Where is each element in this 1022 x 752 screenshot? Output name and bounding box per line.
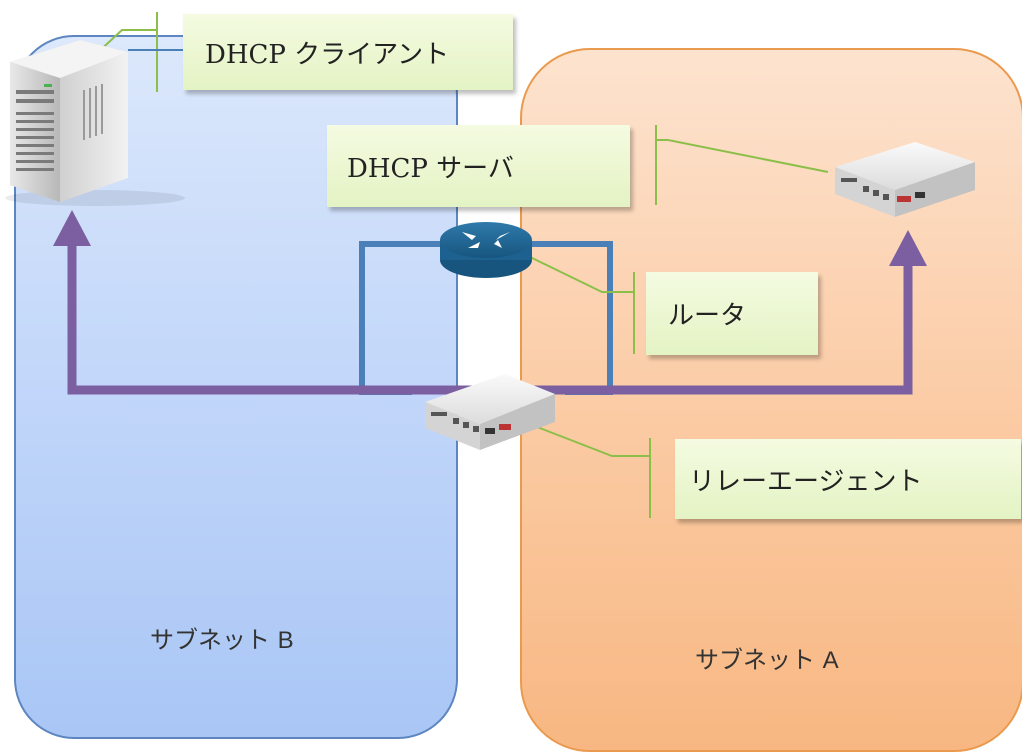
dhcp-client-text: DHCP クライアント — [205, 39, 450, 70]
server-tower-icon — [5, 40, 185, 206]
network-diagram — [5, 12, 975, 518]
router-label: ルータ — [646, 272, 818, 355]
router-callout — [527, 255, 635, 354]
subnet-a-text: サブネット — [695, 646, 815, 674]
subnet-b-letter: B — [277, 627, 294, 654]
dhcp-client-label: DHCP クライアント — [183, 14, 513, 90]
subnet-a-label: サブネット A — [695, 640, 839, 675]
arrow-up-left — [53, 210, 91, 246]
subnet-b-text: サブネット — [150, 626, 270, 654]
server-callout — [655, 125, 829, 205]
arrow-up-right — [889, 230, 927, 266]
dhcp-server-label: DHCP サーバ — [327, 125, 630, 207]
subnet-a-letter: A — [822, 647, 839, 674]
network-appliance-icon — [835, 142, 975, 217]
relay-agent-label: リレーエージェント — [675, 439, 1021, 519]
router-text: ルータ — [668, 301, 747, 331]
network-appliance-icon-relay — [425, 374, 555, 450]
relay-callout — [531, 424, 651, 518]
relay-agent-text: リレーエージェント — [689, 466, 923, 497]
router-icon — [440, 222, 532, 278]
dhcp-server-text: DHCP サーバ — [347, 153, 514, 184]
subnet-b-label: サブネット B — [150, 620, 294, 655]
